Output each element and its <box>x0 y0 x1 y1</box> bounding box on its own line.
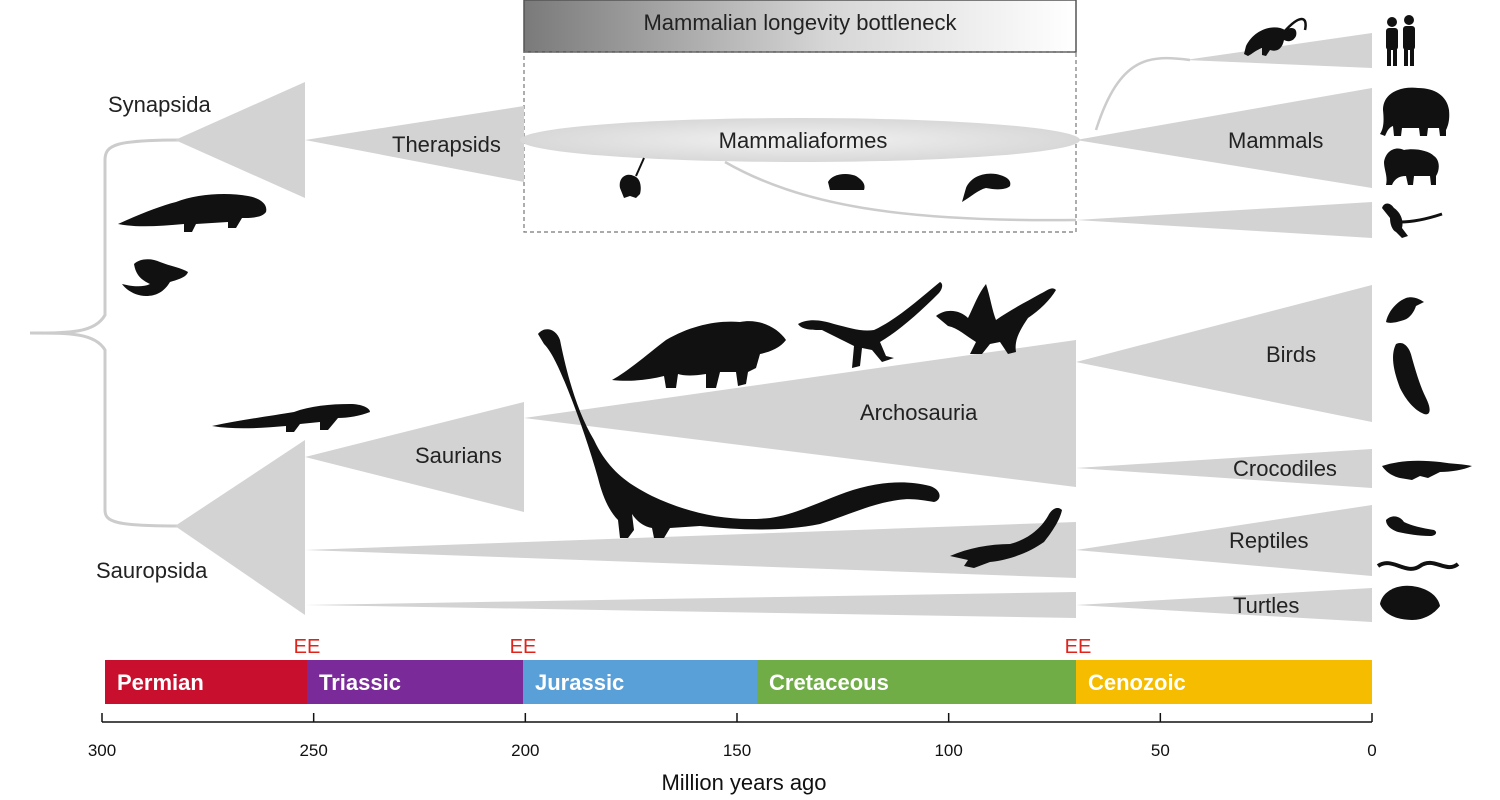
root-bracket <box>29 138 181 528</box>
ee-marker-triassic-jurassic: EE <box>510 636 537 658</box>
mammal-branch-lines <box>724 56 1191 222</box>
period-cenozoic <box>1076 660 1372 704</box>
birds-wedge <box>1076 285 1372 422</box>
axis-ticks: 300 250 200 150 100 50 0 <box>88 713 1377 760</box>
label-turtles: Turtles <box>1233 593 1299 618</box>
axis-tick-label: 150 <box>723 741 751 760</box>
vulture-icon <box>1393 342 1430 415</box>
shrew-icon <box>619 157 645 198</box>
ee-marker-permian-triassic: EE <box>294 636 321 658</box>
small-lizard-icon <box>1386 516 1437 536</box>
rodent-icon <box>962 173 1011 202</box>
lizard-icon <box>122 259 188 296</box>
snake-icon <box>1376 560 1460 571</box>
axis-tick-label: 300 <box>88 741 116 760</box>
lion-icon <box>1384 148 1439 185</box>
period-label-permian: Permian <box>117 670 204 695</box>
bottleneck-title: Mammalian longevity bottleneck <box>643 10 957 35</box>
period-label-jurassic: Jurassic <box>535 670 624 695</box>
reptiles-wedge <box>1076 505 1372 576</box>
axis-tick-label: 250 <box>299 741 327 760</box>
reptiles-stem-wedge <box>305 522 1076 578</box>
period-bar: Permian Triassic Jurassic Cretaceous Cenozoi… <box>105 660 1372 704</box>
label-birds: Birds <box>1266 342 1316 367</box>
turtles-stem-wedge <box>305 592 1076 618</box>
crocodiles-wedge <box>1076 449 1372 488</box>
therapsids-wedge <box>305 106 524 182</box>
hedgehog-icon <box>828 174 865 190</box>
bottleneck-header <box>523 0 1077 53</box>
axis-tick-label: 0 <box>1367 741 1376 760</box>
humans-icon <box>1386 15 1415 66</box>
label-mammaliaformes: Mammaliaformes <box>719 128 888 153</box>
axis-tick-label: 100 <box>934 741 962 760</box>
saurians-wedge <box>305 402 524 512</box>
period-label-cretaceous: Cretaceous <box>769 670 889 695</box>
label-saurians: Saurians <box>415 443 502 468</box>
label-synapsida: Synapsida <box>108 92 212 117</box>
crocodile-icon <box>1382 460 1472 480</box>
axis-tick-label: 200 <box>511 741 539 760</box>
period-jurassic <box>523 660 757 704</box>
synapsida-wedge <box>175 82 305 198</box>
period-label-cenozoic: Cenozoic <box>1088 670 1186 695</box>
mammals-wedge <box>1076 88 1372 188</box>
label-mammals: Mammals <box>1228 128 1323 153</box>
period-cretaceous <box>757 660 1076 704</box>
label-reptiles: Reptiles <box>1229 528 1308 553</box>
period-label-triassic: Triassic <box>319 670 401 695</box>
period-triassic <box>307 660 523 704</box>
elephant-icon <box>1380 87 1450 136</box>
period-permian <box>105 660 307 704</box>
label-crocodiles: Crocodiles <box>1233 456 1337 481</box>
sauropsida-wedge <box>175 440 305 615</box>
proterosuchid-icon <box>212 404 370 432</box>
kingfisher-icon <box>1386 297 1424 323</box>
turtle-icon <box>1380 585 1440 620</box>
axis-tick-label: 50 <box>1151 741 1170 760</box>
archosauria-wedge <box>524 340 1076 487</box>
primates-wedge <box>1185 33 1372 68</box>
feathered-dinosaur-icon <box>936 284 1056 354</box>
kangaroo-icon <box>1382 203 1443 238</box>
label-therapsids: Therapsids <box>392 132 501 157</box>
marsupials-wedge <box>1076 202 1372 238</box>
mammaliaformes-ellipse <box>520 118 1080 162</box>
triceratops-icon <box>612 321 786 388</box>
ee-marker-cretaceous-paleogene: EE <box>1065 636 1092 658</box>
axis-title: Million years ago <box>661 770 826 795</box>
theropod-icon <box>798 282 943 368</box>
plesiosaur-icon <box>950 508 1062 568</box>
label-archosauria: Archosauria <box>860 400 978 425</box>
turtles-wedge <box>1076 588 1372 622</box>
primate-icon <box>1244 17 1307 56</box>
label-sauropsida: Sauropsida <box>96 558 208 583</box>
therapsid-icon <box>118 194 267 232</box>
